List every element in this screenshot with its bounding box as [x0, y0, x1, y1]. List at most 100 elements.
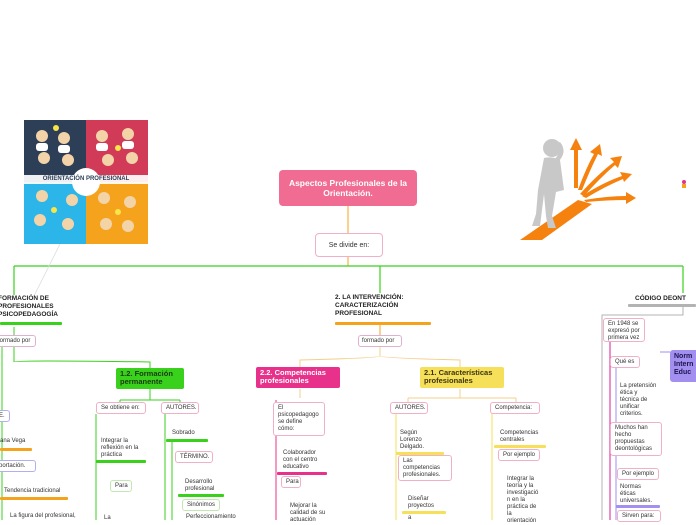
integrar-underline	[96, 460, 146, 463]
por-ejemplo-label-2[interactable]: Por ejemplo	[617, 468, 659, 480]
text-line: reflexión en la	[101, 445, 139, 451]
text-line: Colaborador	[283, 450, 317, 456]
text-line: unificar	[620, 404, 640, 410]
text-line: Intern	[674, 361, 694, 368]
text-line: teoría y la	[507, 483, 534, 489]
text-line: psicopedagogo	[278, 412, 319, 418]
text-line: Desarrollo	[185, 479, 213, 485]
text-line: n en la	[507, 497, 526, 503]
sobrado-underline	[166, 439, 208, 442]
text-line: profesionales.	[403, 472, 441, 478]
a-text[interactable]: a	[408, 515, 412, 521]
competencia-label[interactable]: Competencia:	[490, 402, 540, 414]
autores-label-1[interactable]: AUTORES.	[161, 402, 199, 414]
text-line: Delgado.	[400, 444, 425, 450]
text-line: ética y	[620, 390, 638, 396]
segun-underline	[396, 452, 444, 455]
desarrollo-underline	[178, 494, 224, 497]
text-line: primera vez	[608, 335, 640, 341]
pretension-etica-text[interactable]: La pretensión ética y técnica de unifica…	[620, 383, 664, 418]
desarrollo-profesional-text[interactable]: Desarrollo profesional	[185, 479, 225, 493]
colaborador-underline	[277, 472, 327, 475]
disenar-underline	[402, 511, 446, 514]
centrales-underline	[494, 445, 546, 448]
item-tendencia[interactable]: Tendencia tradicional	[4, 488, 61, 494]
title-line: CARACTERIZACIÓN	[335, 302, 399, 309]
autores-label-2[interactable]: AUTORES.	[390, 402, 428, 414]
sinonimos-label[interactable]: Sinónimos	[182, 499, 220, 511]
item-ana-vega[interactable]: ana Vega	[0, 438, 26, 444]
text-line: Según	[400, 430, 418, 436]
text-line: técnica de	[620, 397, 648, 403]
text-line: con el centro	[283, 457, 318, 463]
branch-codigo-underline	[628, 304, 696, 307]
title-line: PROFESIONALES	[0, 303, 54, 310]
text-line: Competencias	[500, 430, 539, 436]
text-line: criterios.	[620, 411, 643, 417]
text-line: investigació	[507, 490, 539, 496]
item-aportacion[interactable]: portación.	[0, 460, 36, 472]
text-line: centrales	[500, 437, 525, 443]
ana-vega-underline	[0, 448, 32, 451]
integrar-teoria-text[interactable]: Integrar la teoría y la investigació n e…	[507, 476, 547, 525]
title-line: PSICOPEDAGOGÍA	[0, 311, 58, 318]
item-figura-profesional[interactable]: La figura del profesional,	[10, 513, 76, 519]
colaborador-text[interactable]: Colaborador con el centro educativo	[283, 450, 327, 471]
termino-label[interactable]: TÉRMINO.	[175, 451, 213, 463]
que-es-label[interactable]: Qué es	[610, 356, 640, 368]
branch-formacion-title[interactable]: FORMACIÓN DE PROFESIONALES PSICOPEDAGOGÍ…	[0, 295, 68, 319]
segun-lorenzo-text[interactable]: Según Lorenzo Delgado.	[400, 430, 440, 451]
text-line: Integrar la	[101, 438, 129, 444]
branch-intervencion-title[interactable]: 2. LA INTERVENCIÓN: CARACTERIZACIÓN PROF…	[335, 294, 435, 318]
text-line: universales.	[620, 498, 653, 504]
psicopedagogo-define-box[interactable]: El psicopedagogo se define cómo:	[273, 402, 325, 436]
para-label-1[interactable]: Para	[110, 480, 132, 492]
integrar-reflexion-text[interactable]: Integrar la reflexión en la práctica	[101, 438, 151, 459]
normas-eticas-text[interactable]: Normas éticas universales.	[620, 484, 660, 505]
item-e[interactable]: E.	[0, 410, 10, 422]
la-text[interactable]: La	[104, 515, 111, 521]
title-line: 1.2. Formación	[120, 369, 173, 378]
text-line: actuación	[290, 517, 316, 523]
thinking-figure-image	[518, 130, 638, 242]
sirven-para-label[interactable]: Sirven para:	[617, 510, 661, 522]
caracteristicas-profesionales-node[interactable]: 2.1. Características profesionales	[420, 367, 504, 388]
branch-intervencion-underline	[335, 322, 431, 325]
competencias-centrales-text[interactable]: Competencias centrales	[500, 430, 546, 444]
small-figure-icon	[679, 176, 689, 188]
title-line: 2. LA INTERVENCIÓN:	[335, 294, 404, 301]
mejorar-calidad-text[interactable]: Mejorar la calidad de su actuación	[290, 503, 334, 524]
quadrant-red	[86, 120, 148, 182]
text-line: Integrar la	[507, 476, 535, 482]
text-line: Diseñar	[408, 496, 429, 502]
muchos-propuestas-box[interactable]: Muchos han hecho propuestas deontológica…	[610, 422, 662, 456]
text-line: calidad de su	[290, 510, 326, 516]
formado-por-label-2[interactable]: formado por	[358, 335, 402, 347]
title-line: FORMACIÓN DE	[0, 295, 49, 302]
formado-por-label-1[interactable]: formado por	[0, 335, 36, 347]
root-topic[interactable]: Aspectos Profesionales de la Orientación…	[279, 170, 417, 206]
text-line: propuestas	[615, 439, 645, 445]
text-line: Educ	[674, 369, 692, 376]
text-line: práctica de	[507, 504, 537, 510]
se-obtiene-en-label[interactable]: Se obtiene en:	[96, 402, 146, 414]
se-divide-en-label[interactable]: Se divide en:	[315, 233, 383, 257]
text-line: se define	[278, 419, 303, 425]
branch-codigo-title[interactable]: CÓDIGO DEONT	[635, 295, 686, 302]
text-line: competencias	[403, 465, 441, 471]
sobrado-text[interactable]: Sobrado	[172, 430, 195, 436]
title-line: PROFESIONAL	[335, 310, 382, 317]
title-line: 2.2. Competencias	[260, 368, 326, 377]
perfeccionamiento-text[interactable]: Perfeccionamiento	[186, 514, 236, 520]
en-1948-box[interactable]: En 1948 se expresó por primera vez	[603, 318, 645, 342]
normas-internacionales-node[interactable]: Norm Intern Educ	[670, 350, 696, 382]
formacion-permanente-node[interactable]: 1.2. Formación permanente	[116, 368, 184, 389]
para-label-2[interactable]: Para	[281, 476, 301, 488]
text-line: educativo	[283, 464, 309, 470]
text-line: orientación	[507, 518, 537, 524]
competencias-profesionales-node[interactable]: 2.2. Competencias profesionales	[256, 367, 340, 388]
disenar-proyectos-text[interactable]: Diseñar proyectos	[408, 496, 448, 510]
por-ejemplo-label-1[interactable]: Por ejemplo	[498, 449, 540, 461]
text-line: La pretensión	[620, 383, 657, 389]
las-competencias-box[interactable]: Las competencias profesionales.	[398, 455, 452, 481]
